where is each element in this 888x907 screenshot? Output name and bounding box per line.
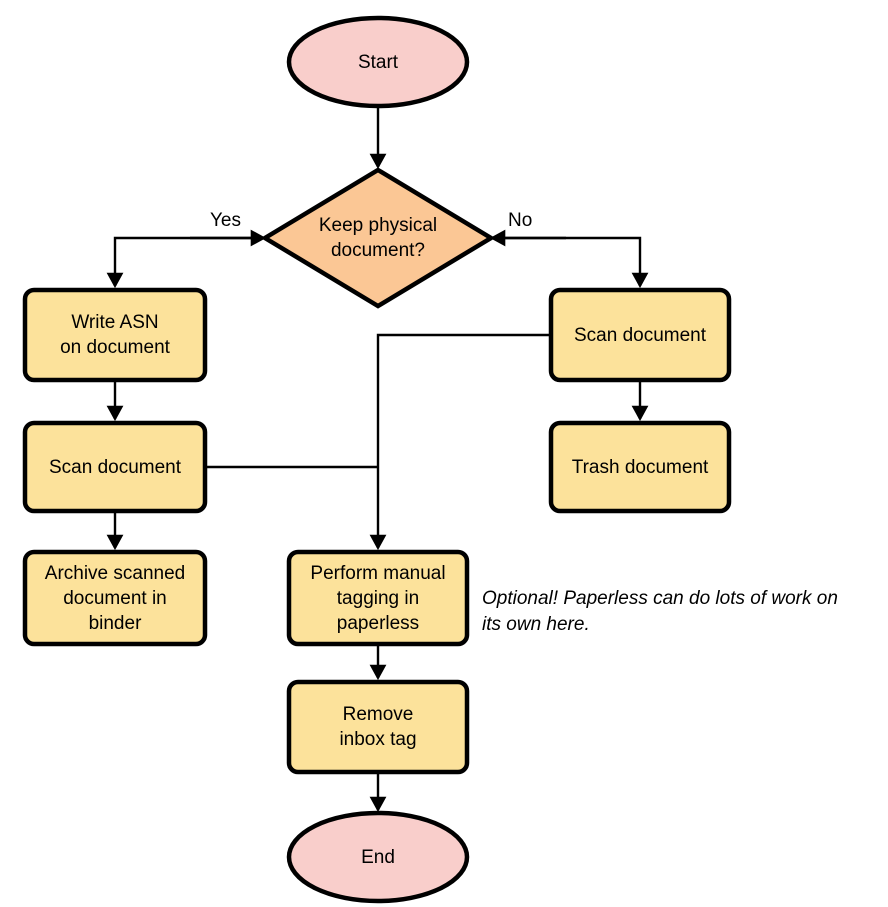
node-start[interactable] bbox=[286, 15, 470, 109]
edge-decision-no-to-scan-right bbox=[491, 236, 649, 289]
node-perform-manual-tagging[interactable] bbox=[286, 549, 470, 647]
edge-scan-right-to-manual-tagging bbox=[369, 333, 551, 551]
node-remove-inbox-tag[interactable] bbox=[286, 679, 470, 775]
node-end[interactable] bbox=[286, 810, 470, 904]
edge-label-yes: Yes bbox=[210, 210, 241, 231]
node-scan-document-right[interactable] bbox=[548, 287, 732, 383]
edge-decision-yes-to-write-asn bbox=[106, 236, 265, 289]
edge-label-no: No bbox=[508, 210, 533, 231]
node-archive-scanned-document[interactable] bbox=[22, 549, 208, 647]
node-scan-document-left[interactable] bbox=[22, 420, 208, 514]
node-trash-document[interactable] bbox=[548, 420, 732, 514]
optional-note-text: Optional! Paperless can do lots of work … bbox=[482, 588, 838, 635]
node-layer bbox=[22, 15, 732, 904]
node-write-asn[interactable] bbox=[22, 287, 208, 383]
node-decision-keep-physical-document[interactable] bbox=[260, 167, 496, 309]
connector-layer bbox=[106, 106, 649, 813]
